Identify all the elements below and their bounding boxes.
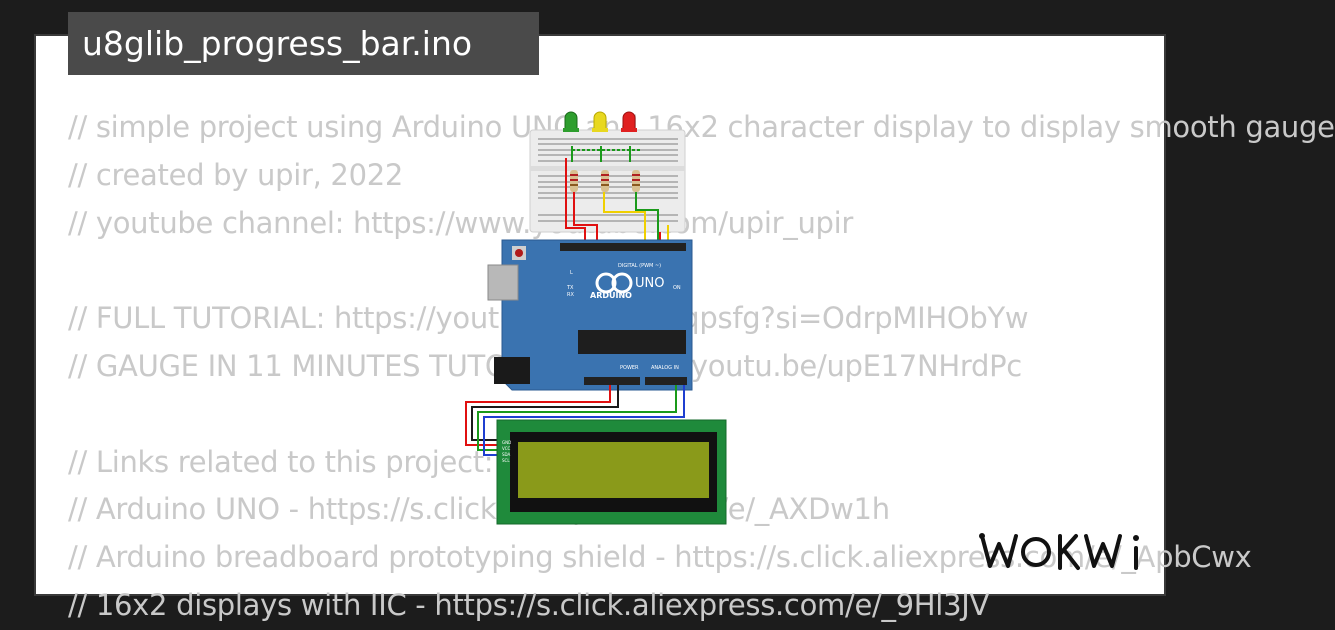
code-line-5: // FULL TUTORIAL: https://youtu.be/cx9Co… — [68, 301, 1029, 336]
file-title-tab: u8glib_progress_bar.ino — [68, 12, 539, 75]
code-line-6: // GAUGE IN 11 MINUTES TUTORIAL: https:/… — [68, 348, 1022, 383]
code-view: // simple project using Arduino UNO and … — [68, 104, 1335, 630]
code-line-1: // simple project using Arduino UNO and … — [68, 110, 1335, 144]
code-line-11: // 16x2 displays with IIC - https://s.cl… — [68, 587, 990, 622]
code-line-3: // youtube channel: https://www.youtube.… — [68, 205, 854, 240]
code-line-2: // created by upir, 2022 — [68, 157, 404, 192]
code-line-4 — [68, 247, 1132, 295]
code-line-7 — [68, 391, 1132, 439]
wokwi-logo — [979, 533, 1139, 570]
code-line-10: // Arduino breadboard prototyping shield… — [68, 540, 1252, 575]
code-line-8: // Links related to this project: — [68, 444, 494, 479]
code-panel: // simple project using Arduino UNO and … — [34, 34, 1335, 622]
code-line-9: // Arduino UNO - https://s.click.aliexpr… — [68, 492, 890, 527]
